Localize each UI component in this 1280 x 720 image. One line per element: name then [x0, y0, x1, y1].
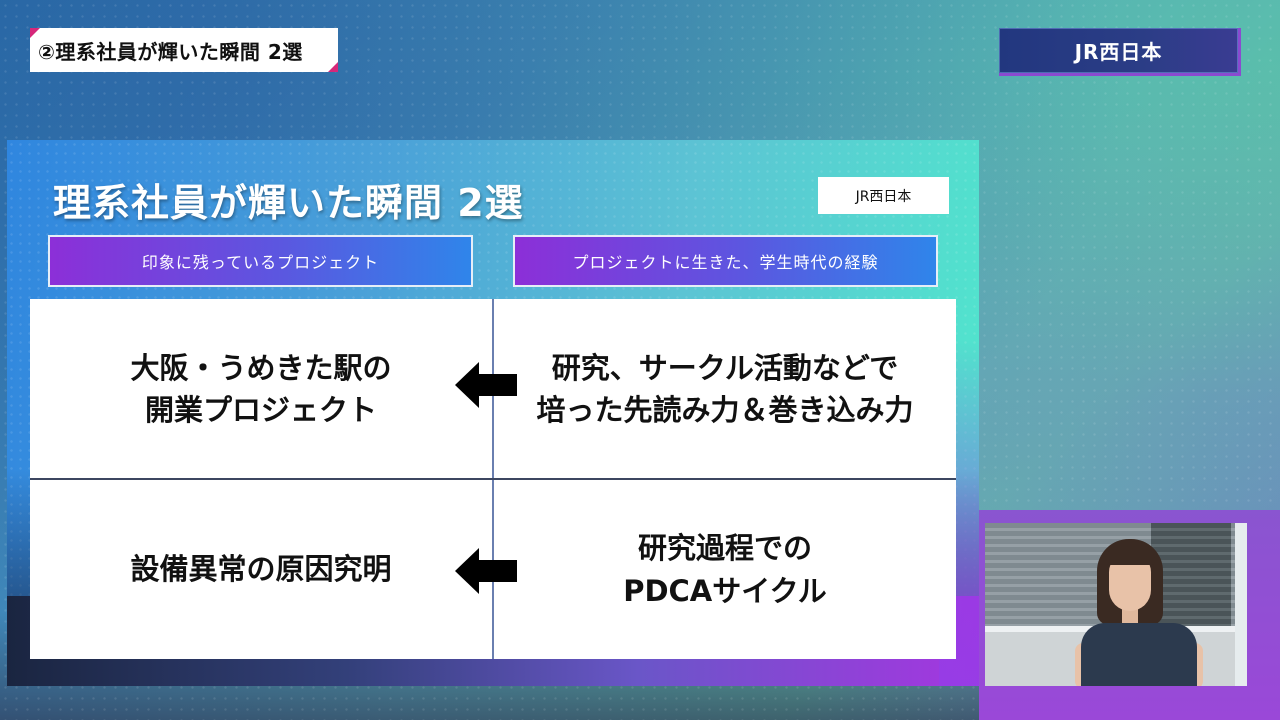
slide-title: 理系社員が輝いた瞬間 2選 [53, 181, 524, 225]
left-arrow-icon [455, 362, 517, 408]
segment-label: ②理系社員が輝いた瞬間 2選 [30, 28, 338, 72]
window-blinds-dark [1151, 523, 1231, 626]
experience-text: 研究過程での PDCAサイクル [623, 531, 827, 608]
segment-label-text: ②理系社員が輝いた瞬間 2選 [38, 39, 303, 64]
brand-badge: JR西日本 [999, 28, 1241, 76]
column-header-label: プロジェクトに生きた、学生時代の経験 [572, 253, 879, 272]
slide-logo-text: JR西日本 [855, 188, 912, 205]
column-header-project: 印象に残っているプロジェクト [48, 235, 473, 287]
table-cell-experience: 研究過程での PDCAサイクル [494, 480, 956, 659]
experience-text: 研究、サークル活動などで 培った先読み力＆巻き込み力 [536, 350, 914, 427]
project-text: 設備異常の原因究明 [130, 552, 392, 587]
table-divider-horizontal [30, 478, 956, 480]
comparison-table: 大阪・うめきた駅の 開業プロジェクト 研究、サークル活動などで 培った先読み力＆… [30, 299, 956, 659]
presenter-bangs [1105, 545, 1155, 565]
presentation-slide: 理系社員が輝いた瞬間 2選 JR西日本 印象に残っているプロジェクト プロジェク… [7, 140, 979, 686]
presenter-video [985, 523, 1247, 686]
project-text: 大阪・うめきた駅の 開業プロジェクト [130, 350, 392, 427]
left-arrow-icon [455, 548, 517, 594]
table-cell-project: 設備異常の原因究明 [30, 480, 492, 659]
slide-logo: JR西日本 [818, 177, 949, 214]
presenter-neck [1122, 607, 1138, 625]
table-cell-project: 大阪・うめきた駅の 開業プロジェクト [30, 299, 492, 479]
column-header-label: 印象に残っているプロジェクト [141, 253, 380, 272]
wall-edge [1235, 523, 1247, 686]
brand-badge-text: JR西日本 [1074, 40, 1163, 64]
column-header-experience: プロジェクトに生きた、学生時代の経験 [513, 235, 938, 287]
presenter-body [1081, 623, 1197, 686]
table-cell-experience: 研究、サークル活動などで 培った先読み力＆巻き込み力 [494, 299, 956, 479]
